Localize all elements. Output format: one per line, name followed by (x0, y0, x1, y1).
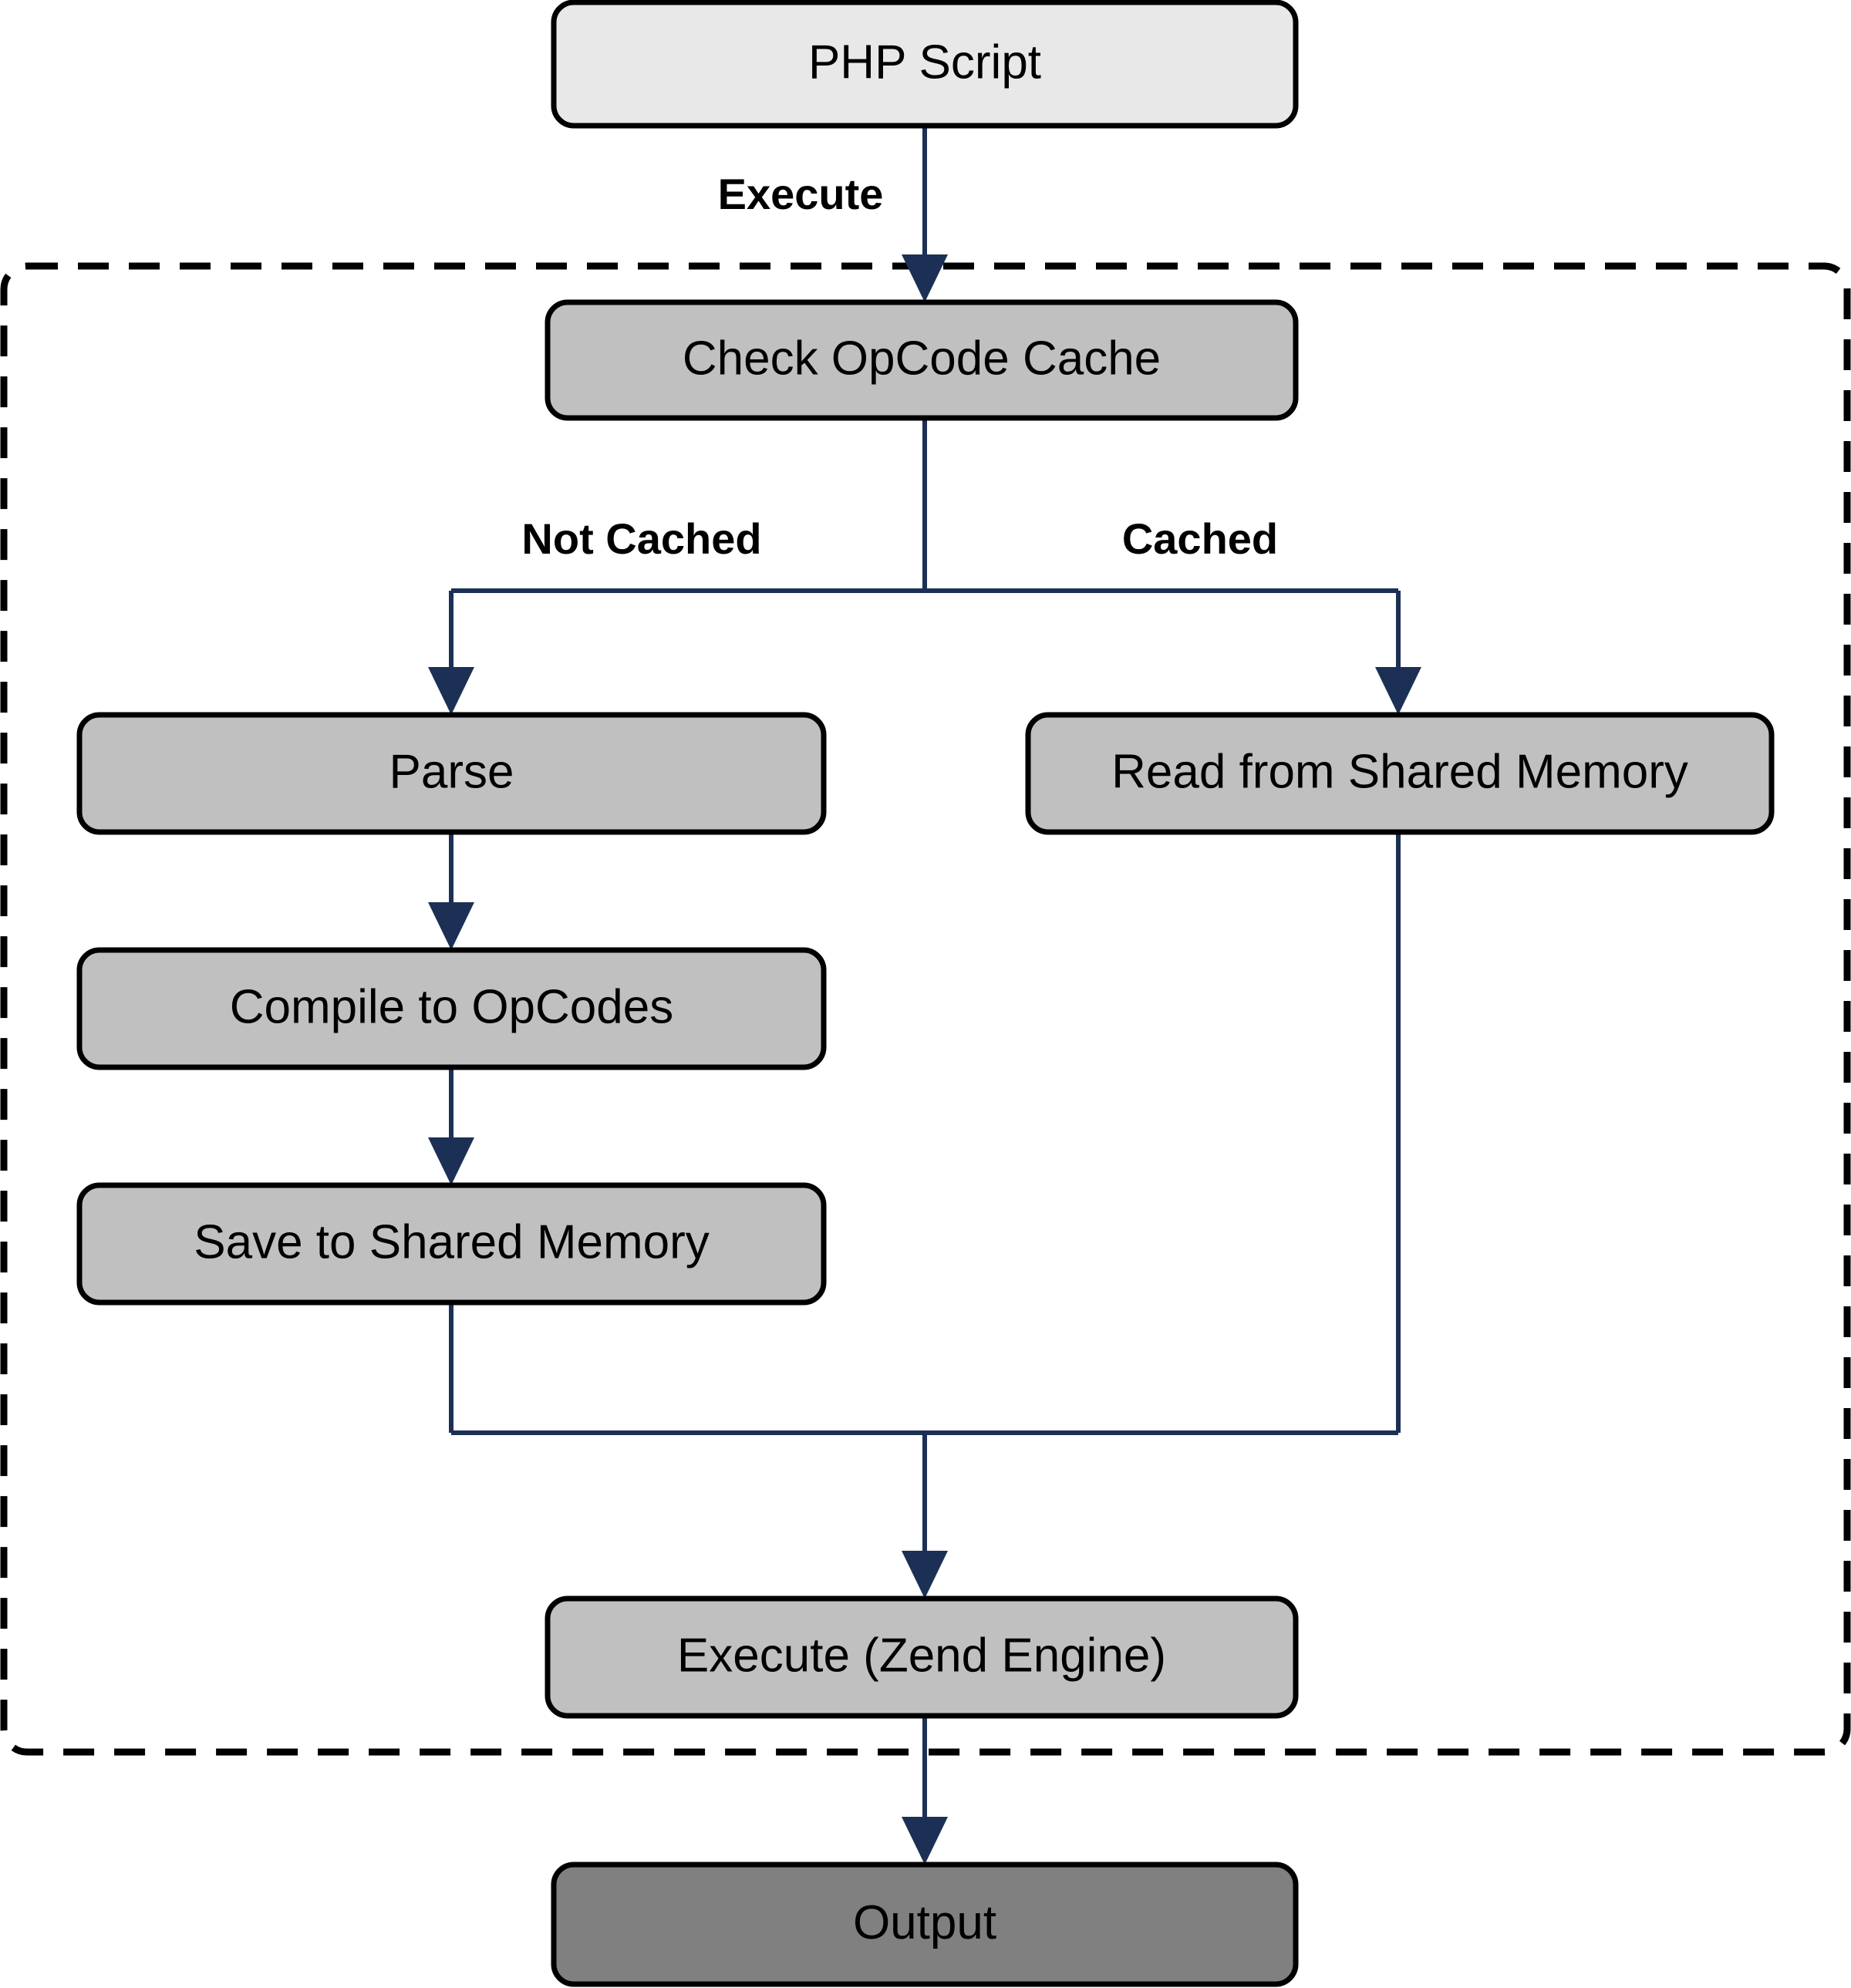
node-label-output: Output (853, 1896, 996, 1949)
edge-label-execute: Execute (718, 170, 884, 218)
edge-compile-to-save (428, 1067, 474, 1185)
edge-cached-to-read-shared-memory (1375, 591, 1421, 715)
node-label-php-script: PHP Script (808, 35, 1041, 89)
node-check-opcode-cache[interactable]: Check OpCode Cache (545, 299, 1299, 421)
node-label-compile-to-opcodes: Compile to OpCodes (230, 980, 674, 1033)
node-save-to-shared-memory[interactable]: Save to Shared Memory (76, 1182, 827, 1306)
node-box-parse[interactable] (76, 712, 827, 835)
node-box-check-opcode-cache[interactable] (545, 299, 1299, 421)
node-box-output[interactable] (551, 1862, 1299, 1987)
edge-parse-to-compile (428, 832, 474, 950)
node-read-from-shared-memory[interactable]: Read from Shared Memory (1025, 712, 1775, 835)
node-label-read-from-shared-memory: Read from Shared Memory (1111, 745, 1688, 798)
node-label-parse: Parse (389, 745, 514, 798)
node-label-check-opcode-cache: Check OpCode Cache (683, 332, 1161, 385)
node-execute-zend-engine[interactable]: Execute (Zend Engine) (545, 1595, 1299, 1719)
node-box-read-from-shared-memory[interactable] (1025, 712, 1775, 835)
node-box-execute-zend-engine[interactable] (545, 1595, 1299, 1719)
edge-label-not-cached: Not Cached (521, 514, 761, 563)
edge-php-script-to-check-cache (902, 126, 948, 302)
node-php-script[interactable]: PHP Script (551, 0, 1299, 129)
node-parse[interactable]: Parse (76, 712, 827, 835)
node-box-compile-to-opcodes[interactable] (76, 947, 827, 1070)
edge-not-cached-to-parse (428, 591, 474, 715)
edge-execute-to-output (902, 1716, 948, 1865)
opcache-boundary-group (0, 262, 1851, 1756)
edge-check-cache-split (451, 418, 1398, 593)
edge-label-cached: Cached (1122, 514, 1278, 563)
node-box-php-script[interactable] (551, 0, 1299, 129)
node-label-save-to-shared-memory: Save to Shared Memory (194, 1215, 710, 1269)
node-compile-to-opcodes[interactable]: Compile to OpCodes (76, 947, 827, 1070)
edge-merge-to-execute (451, 1430, 1398, 1599)
node-label-execute-zend-engine: Execute (Zend Engine) (677, 1629, 1166, 1682)
node-output[interactable]: Output (551, 1862, 1299, 1987)
node-box-save-to-shared-memory[interactable] (76, 1182, 827, 1306)
